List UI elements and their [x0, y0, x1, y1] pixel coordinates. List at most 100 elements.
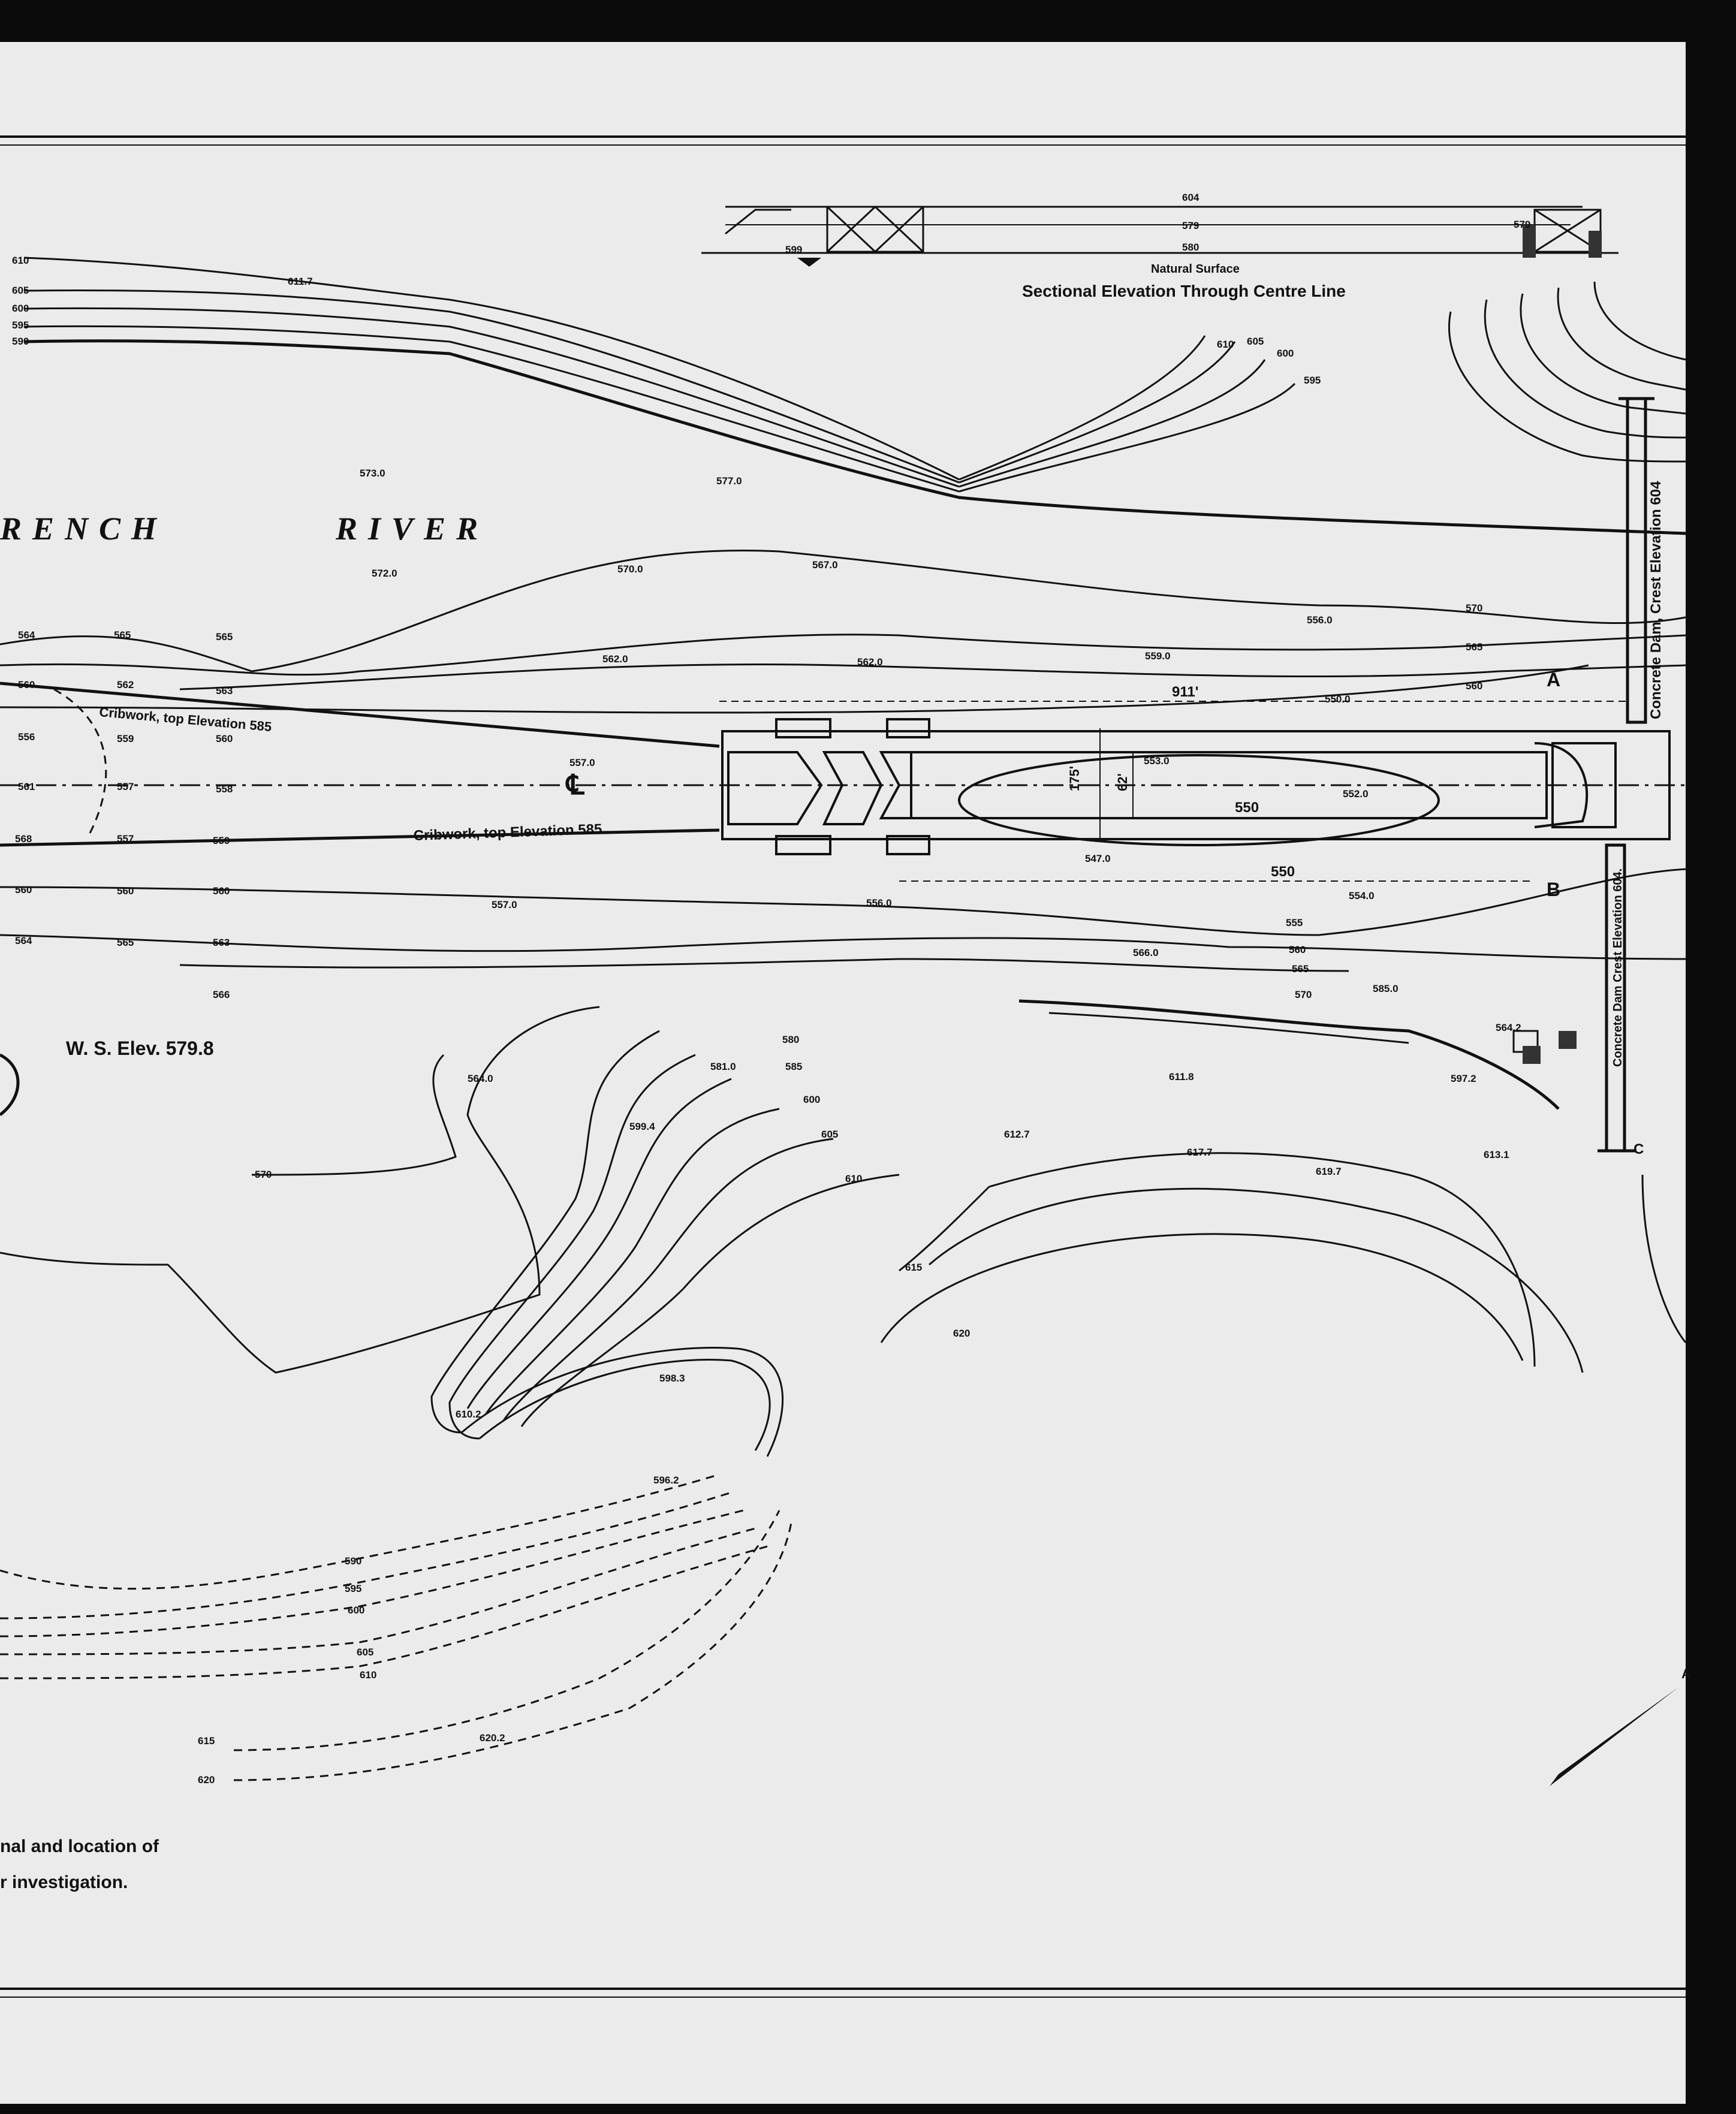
contour-580: 580 — [782, 1034, 799, 1045]
depth-564b: 564 — [15, 935, 32, 946]
spot-554: 554.0 — [1349, 890, 1375, 901]
contour-615-dashed: 615 — [198, 1735, 215, 1747]
depth-557: 557 — [117, 781, 134, 792]
contour-605-dashed: 605 — [357, 1646, 373, 1658]
water-surface-label: W. S. Elev. 579.8 — [66, 1038, 214, 1059]
spot-597-2: 597.2 — [1451, 1073, 1476, 1084]
depth-556: 556 — [18, 731, 35, 743]
dam-upper-label: Concrete Dam, Crest Elevation 604 — [1648, 481, 1664, 719]
spot-617-7: 617.7 — [1187, 1147, 1213, 1158]
spot-581: 581.0 — [710, 1061, 736, 1072]
lock-structure — [721, 718, 1671, 855]
centre-line-symbol: ℄ — [565, 769, 585, 800]
contour-labels: 570 565 560 555 560 565 570 580 585 600 … — [198, 602, 1482, 1786]
dim-550-lower: 550 — [1271, 864, 1295, 880]
section-elev-579: 579 — [1182, 220, 1199, 231]
contour-555: 555 — [1286, 917, 1303, 928]
contour-610-left: 610 — [12, 255, 29, 266]
contour-590-dashed: 590 — [345, 1555, 361, 1567]
contour-565: 565 — [1466, 641, 1482, 653]
contour-590-left: 590 — [12, 336, 29, 347]
contour-600-dashed: 600 — [348, 1605, 364, 1616]
spot-562-b: 562.0 — [857, 656, 883, 668]
contour-570: 570 — [1466, 602, 1482, 614]
depth-560b: 560 — [216, 733, 233, 744]
spot-611-7: 611.7 — [288, 276, 313, 287]
spot-613-1: 613.1 — [1484, 1149, 1509, 1160]
spot-596-2: 596.2 — [653, 1474, 679, 1486]
cribwork-lower-line — [0, 828, 720, 847]
depth-560: 560 — [18, 679, 35, 690]
contour-620-dashed: 620 — [198, 1774, 215, 1786]
dim-550-inner: 550 — [1235, 800, 1259, 816]
building-3 — [1559, 1031, 1577, 1049]
left-depths: 564 565 565 562 563 560 556 559 560 561 … — [15, 629, 233, 1000]
contour-595-upper: 595 — [1304, 375, 1321, 386]
note-line-2: r investigation. — [0, 1872, 128, 1892]
depth-560c: 560 — [15, 884, 32, 895]
spot-562-a: 562.0 — [602, 653, 628, 665]
depth-564: 564 — [18, 629, 35, 641]
spot-598-3: 598.3 — [659, 1373, 685, 1384]
contour-565-b: 565 — [1292, 963, 1309, 975]
spot-619-7: 619.7 — [1316, 1166, 1342, 1177]
river-contours — [0, 550, 1686, 1110]
spot-550: 550.0 — [1325, 693, 1351, 705]
note-line-1: nal and location of — [0, 1836, 159, 1856]
spot-567: 567.0 — [812, 559, 838, 571]
contour-570-land: 570 — [255, 1169, 272, 1180]
spot-552: 552.0 — [1343, 788, 1369, 800]
depth-560e: 560 — [213, 885, 230, 897]
contour-600-upper: 600 — [1277, 348, 1294, 359]
upper-contours — [23, 257, 1686, 535]
contour-560: 560 — [1466, 680, 1482, 692]
dim-175: 175' — [1067, 766, 1082, 791]
depth-568: 568 — [15, 833, 32, 845]
spot-612-7: 612.7 — [1004, 1129, 1030, 1140]
depth-565b: 565 — [216, 631, 233, 643]
depth-560d: 560 — [117, 885, 134, 897]
spot-566: 566.0 — [1133, 947, 1159, 958]
contour-595-left: 595 — [12, 319, 29, 331]
spot-556-b: 556.0 — [866, 897, 892, 909]
river-name-left: RENCH — [0, 511, 167, 547]
building-2 — [1523, 1046, 1541, 1064]
contour-600-left: 600 — [12, 303, 29, 314]
depth-559b: 559 — [213, 835, 230, 846]
land-contours — [0, 1006, 1687, 1457]
depth-557b: 557 — [117, 833, 134, 845]
contour-605-upper: 605 — [1247, 336, 1264, 347]
dashed-contours — [0, 1473, 792, 1781]
section-elev-604: 604 — [1182, 192, 1199, 203]
section-elev-579b: 579 — [1514, 219, 1530, 230]
depth-563: 563 — [216, 685, 233, 696]
spot-585: 585.0 — [1373, 983, 1399, 994]
section-title: Sectional Elevation Through Centre Line — [1022, 282, 1346, 300]
contour-610-upper: 610 — [1217, 339, 1234, 350]
dam-lower-label: Concrete Dam Crest Elevation 604. — [1611, 868, 1625, 1067]
natural-surface-label: Natural Surface — [1151, 263, 1240, 276]
depth-558: 558 — [216, 783, 233, 795]
section-elev-580: 580 — [1182, 242, 1199, 253]
contour-620: 620 — [953, 1328, 970, 1339]
depth-561: 561 — [18, 781, 35, 792]
sectional-elevation: 604 579 580 599 579 Natural Surface Sect… — [701, 192, 1619, 300]
cribwork-upper-line — [0, 681, 720, 748]
spot-559: 559.0 — [1145, 650, 1171, 662]
spot-577: 577.0 — [716, 475, 742, 487]
spot-570: 570.0 — [617, 563, 643, 575]
contour-600: 600 — [803, 1094, 820, 1105]
spot-611-8: 611.8 — [1169, 1071, 1194, 1082]
spot-599-4: 599.4 — [629, 1121, 655, 1132]
depth-566: 566 — [213, 989, 230, 1000]
contour-610: 610 — [845, 1173, 862, 1184]
spot-610-2: 610.2 — [456, 1409, 481, 1420]
contour-585: 585 — [785, 1061, 802, 1072]
spot-564: 564.0 — [468, 1073, 493, 1084]
north-arrow — [1550, 1687, 1678, 1786]
dim-911: 911' — [1172, 684, 1198, 700]
contour-605-left: 605 — [12, 285, 29, 296]
dim-547: 547.0 — [1085, 853, 1111, 864]
depth-559: 559 — [117, 733, 134, 744]
